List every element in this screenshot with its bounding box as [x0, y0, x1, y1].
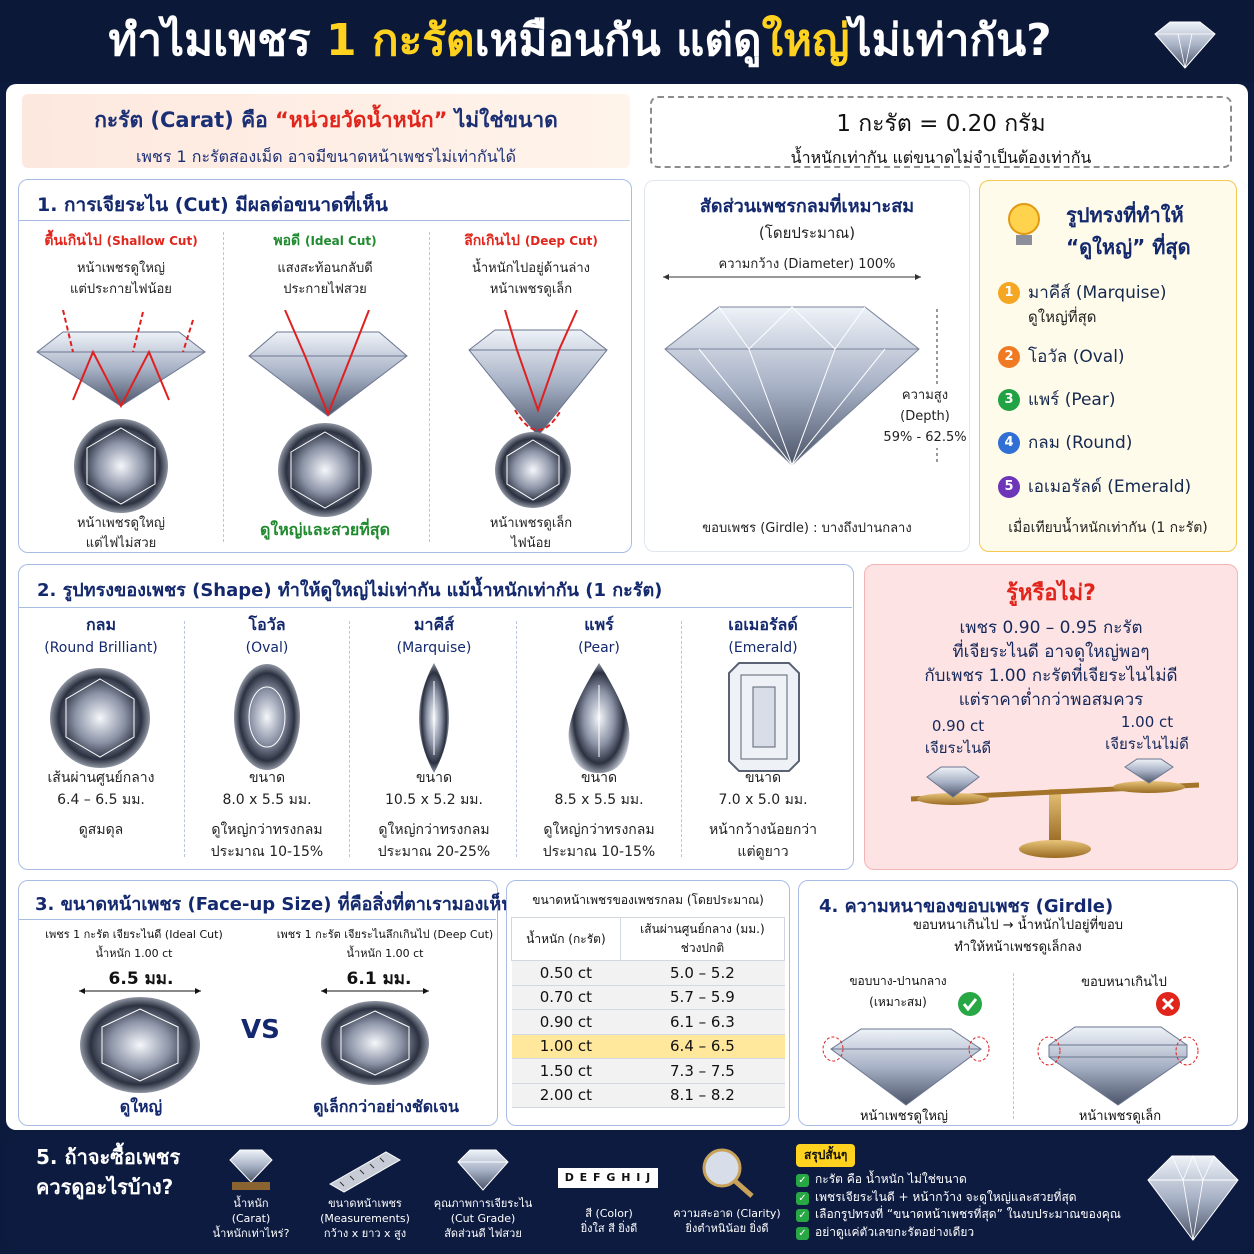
cut-ideal: พอดี (Ideal Cut) แสงสะท้อนกลับดีประกายไฟ…	[223, 230, 427, 539]
magnifier-icon	[702, 1148, 754, 1198]
girdle-thin-heading: ขอบบาง-ปานกลาง(เหมาะสม)	[849, 974, 947, 1009]
summary-box: สรุปสั้นๆ ✓กะรัต คือ น้ำหนัก ไม่ใช่ขนาด …	[796, 1144, 1136, 1246]
diameter-label: ความกว้าง (Diameter) 100%	[718, 257, 896, 272]
ruler-icon	[328, 1151, 402, 1193]
girdle-section: 4. ความหนาของขอบเพชร (Girdle) ขอบหนาเกิน…	[798, 880, 1238, 1126]
did-you-know-section: รู้หรือไม่? เพชร 0.90 – 0.95 กะรัตที่เจี…	[864, 564, 1238, 870]
header-bar	[0, 0, 1254, 82]
marquise-diamond-image	[419, 663, 449, 773]
proportion-title: สัดส่วนเพชรกลมที่เหมาะสม	[699, 196, 915, 217]
cross-icon	[1156, 992, 1180, 1016]
deep-faceup-heading: เพชร 1 กะรัต เจียระไนลึกเกินไป (Deep Cut…	[276, 928, 494, 960]
girdle-title: 4. ความหนาของขอบเพชร (Girdle)	[819, 896, 1114, 917]
shallow-diamond-side-image	[36, 310, 206, 409]
page-title: ทำไมเพชร 1 กะรัตเหมือนกัน แต่ดูใหญ่ไม่เท…	[108, 15, 1052, 66]
deep-faceup-caption: ดูเล็กกว่าอย่างชัดเจน	[313, 1097, 459, 1116]
proportion-section: สัดส่วนเพชรกลมที่เหมาะสม (โดยประมาณ) ควา…	[644, 180, 970, 552]
best-shapes-note: เมื่อเทียบน้ำหนักเท่ากัน (1 กะรัต)	[1008, 520, 1208, 536]
cut-section: 1. การเจียระไน (Cut) มีผลต่อขนาดที่เห็น …	[18, 179, 632, 553]
sparkle-diamond-image	[1147, 1154, 1239, 1241]
summary-line: ✓เพชรเจียระไนดี + หน้ากว้าง จะดูใหญ่และส…	[796, 1189, 1136, 1207]
vs-label: VS	[241, 1015, 280, 1045]
ideal-diamond-side-image	[248, 310, 408, 417]
deep-diamond-top-image	[495, 432, 571, 508]
did-you-know-title: รู้หรือไม่?	[1006, 581, 1096, 606]
diamond-cut-icon	[457, 1149, 509, 1191]
size-table-header-diameter: เส้นผ่านศูนย์กลาง (มม.)ช่วงปกติ	[619, 917, 786, 961]
shape-section: 2. รูปทรงของเพชร (Shape) ทำให้ดูใหญ่ไม่เ…	[18, 564, 854, 870]
shape-section-title: 2. รูปทรงของเพชร (Shape) ทำให้ดูใหญ่ไม่เ…	[37, 580, 663, 601]
ideal-faceup-caption: ดูใหญ่	[119, 1097, 163, 1116]
color-scale: D E F G H I J	[558, 1168, 658, 1188]
deep-faceup-size: 6.1 มม.	[346, 969, 412, 989]
buying-guide-title: 5. ถ้าจะซื้อเพชรควรดูอะไรบ้าง?	[36, 1145, 181, 1199]
girdle-subtitle: ขอบหนาเกินไป → น้ำหนักไปอยู่ที่ขอบทำให้ห…	[912, 918, 1124, 955]
cut-section-title: 1. การเจียระไน (Cut) มีผลต่อขนาดที่เห็น	[37, 194, 388, 216]
buying-guide-section: 5. ถ้าจะซื้อเพชรควรดูอะไรบ้าง? น้ำหนัก(C…	[6, 1134, 1248, 1250]
summary-line: ✓อย่าดูแค่ตัวเลขกะรัตอย่างเดียว	[796, 1224, 1136, 1242]
oval-diamond-image	[234, 664, 300, 770]
faceup-title: 3. ขนาดหน้าเพชร (Face-up Size) ที่คือสิ่…	[35, 894, 514, 915]
faceup-section: 3. ขนาดหน้าเพชร (Face-up Size) ที่คือสิ่…	[18, 880, 514, 1126]
size-table-title: ขนาดหน้าเพชรของเพชรกลม (โดยประมาณ)	[532, 893, 764, 907]
lightbulb-icon	[1008, 203, 1040, 245]
emerald-diamond-image	[728, 662, 800, 772]
size-table-header-weight: น้ำหนัก (กะรัต)	[511, 917, 621, 961]
best-shape-1-sub: ดูใหญ่ที่สุด	[1028, 308, 1097, 326]
girdle-thin-caption: หน้าเพชรดูใหญ่	[859, 1109, 948, 1124]
girdle-label: ขอบเพชร (Girdle) : บางถึงปานกลาง	[702, 521, 912, 536]
summary-line: ✓กะรัต คือ น้ำหนัก ไม่ใช่ขนาด	[796, 1171, 1136, 1189]
deep-faceup-diamond-image	[321, 988, 429, 1085]
depth-label: ความสูง(Depth)59% - 62.5%	[883, 385, 967, 448]
size-table: น้ำหนัก (กะรัต) เส้นผ่านศูนย์กลาง (มม.)ช…	[511, 917, 786, 1108]
check-icon	[958, 992, 982, 1016]
balance-scale-image	[910, 758, 1200, 858]
diamond-icon	[1154, 21, 1216, 69]
deep-diamond-side-image	[468, 310, 608, 437]
best-shapes-title: รูปทรงที่ทำให้“ดูใหญ่” ที่สุด	[1066, 203, 1191, 259]
girdle-thick-heading: ขอบหนาเกินไป	[1081, 975, 1167, 990]
round-diamond-image	[50, 668, 150, 768]
girdle-thick-caption: หน้าเพชรดูเล็ก	[1078, 1109, 1162, 1124]
ideal-faceup-diamond-image	[79, 988, 201, 1093]
ideal-diamond-top-image	[278, 423, 372, 517]
girdle-thin-diamond-image	[822, 1028, 990, 1106]
carat-definition-box: กะรัต (Carat) คือ “หน่วยวัดน้ำหนัก” ไม่ใ…	[22, 94, 630, 168]
pear-diamond-image	[568, 663, 630, 773]
carat-icon	[229, 1149, 273, 1190]
ideal-faceup-heading: เพชร 1 กะรัต เจียระไนดี (Ideal Cut)น้ำหน…	[45, 928, 223, 960]
carat-conversion-box: 1 กะรัต = 0.20 กรัม น้ำหนักเท่ากัน แต่ขน…	[650, 96, 1232, 168]
cut-deep: ลึกเกินไป (Deep Cut) น้ำหนักไปอยู่ด้านล่…	[429, 230, 633, 551]
ideal-faceup-size: 6.5 มม.	[108, 969, 174, 989]
summary-title: สรุปสั้นๆ	[796, 1144, 856, 1167]
girdle-thick-diamond-image	[1037, 1026, 1199, 1106]
shallow-diamond-top-image	[74, 419, 168, 513]
size-table-section: ขนาดหน้าเพชรของเพชรกลม (โดยประมาณ) น้ำหน…	[506, 880, 790, 1126]
summary-line: ✓เลือกรูปทรงที่ “ขนาดหน้าเพชรที่สุด” ในง…	[796, 1206, 1136, 1224]
did-you-know-text: เพชร 0.90 – 0.95 กะรัตที่เจียระไนดี อาจด…	[924, 618, 1178, 710]
proportion-subtitle: (โดยประมาณ)	[758, 224, 856, 242]
cut-shallow: ตื้นเกินไป (Shallow Cut) หน้าเพชรดูใหญ่แ…	[19, 230, 223, 551]
